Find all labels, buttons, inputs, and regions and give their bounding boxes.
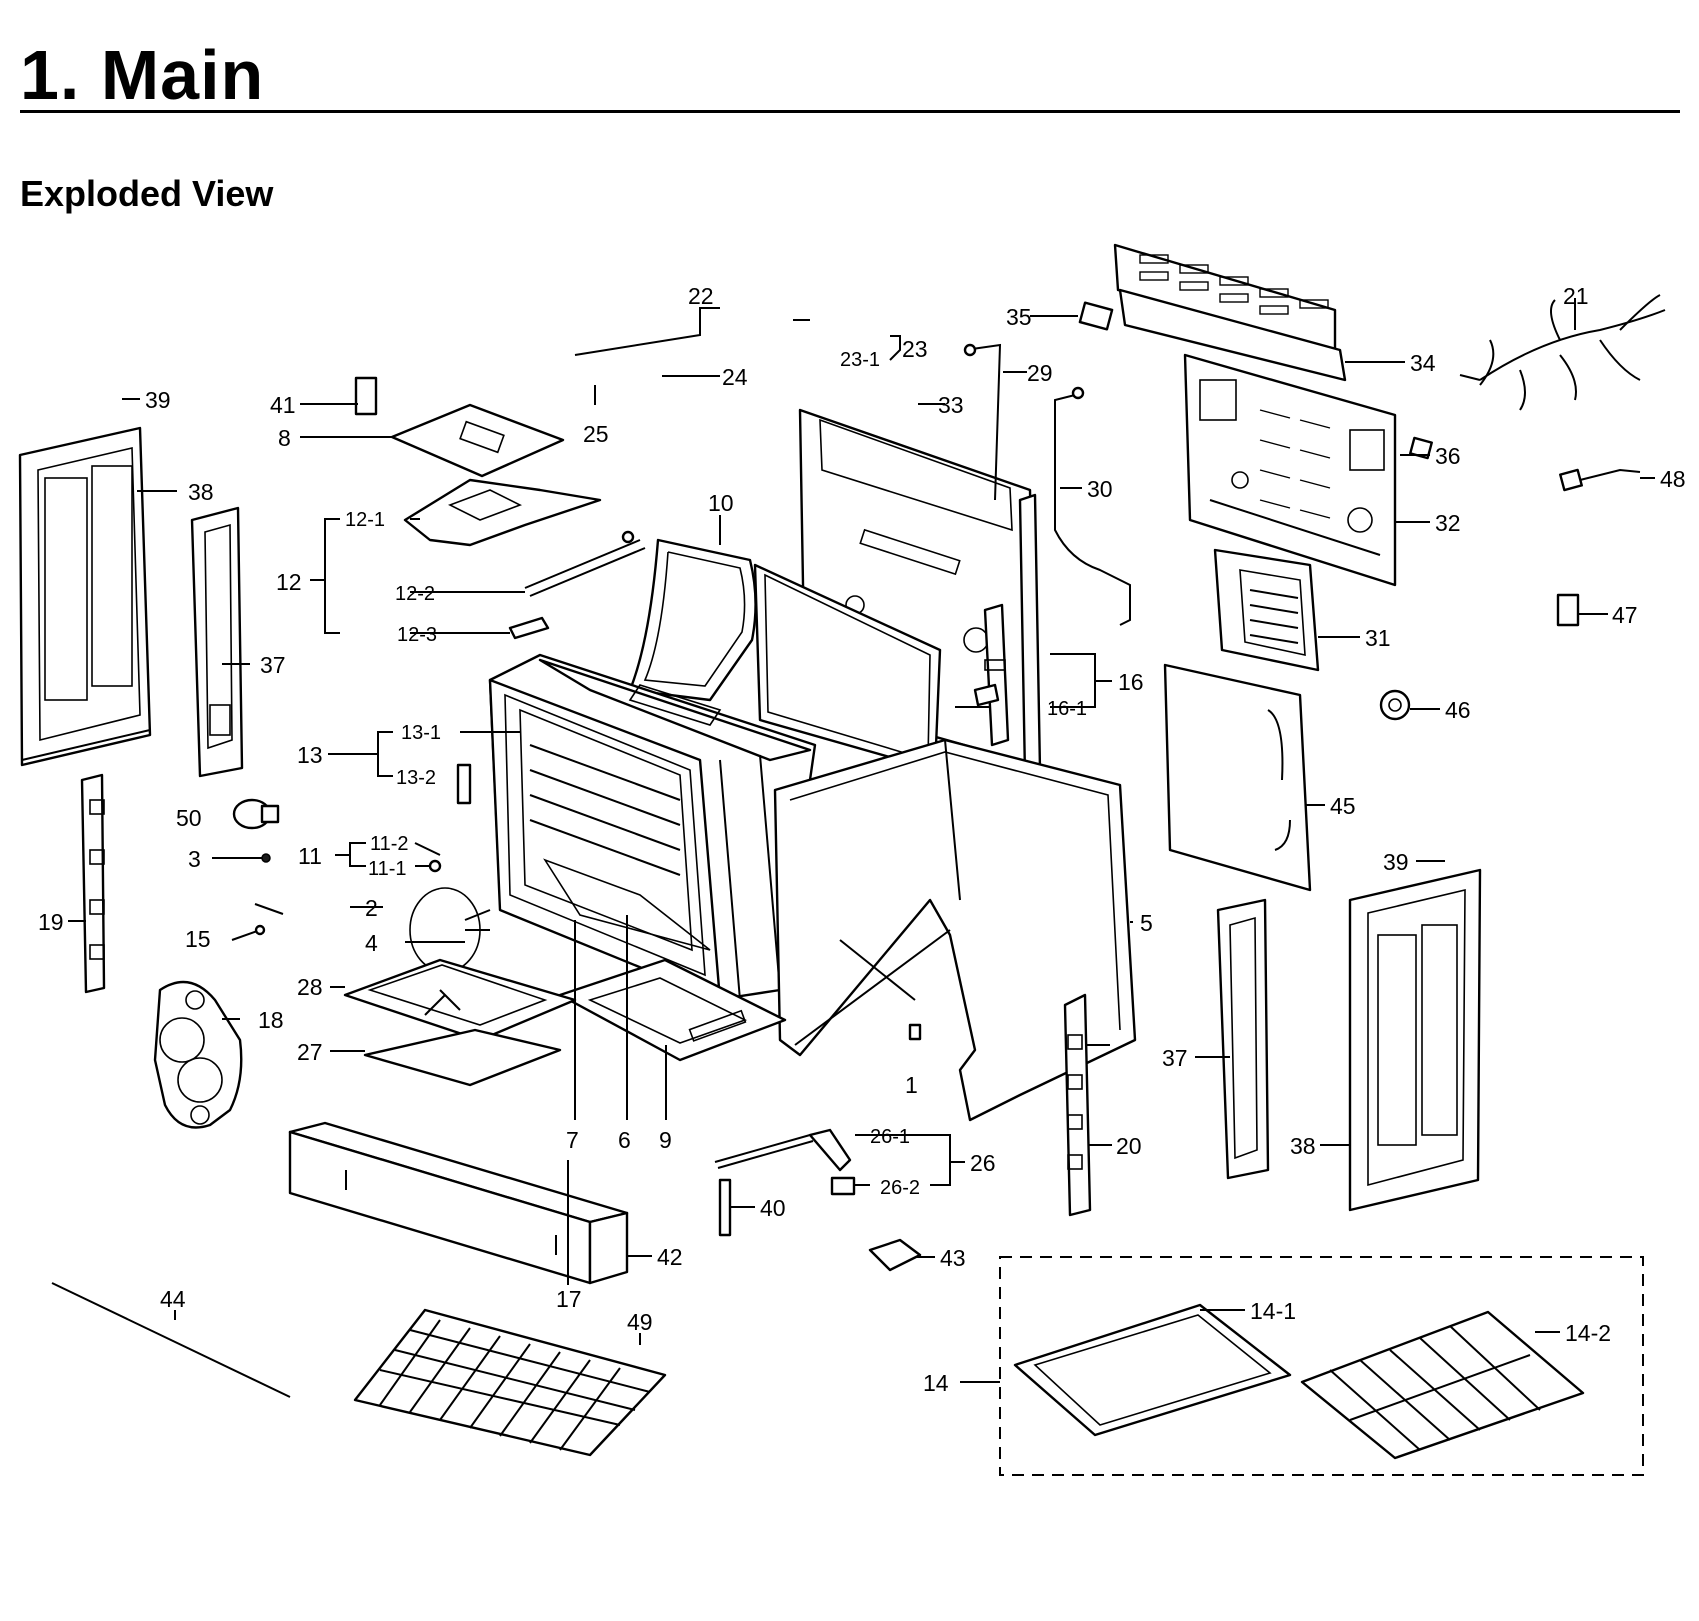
callout-31: 31 xyxy=(1365,625,1391,651)
part-44-line xyxy=(51,1282,291,1398)
callout-36: 36 xyxy=(1435,443,1461,469)
callout-38-right: 38 xyxy=(1290,1133,1316,1159)
callout-28: 28 xyxy=(297,974,323,1000)
callout-16-1: 16-1 xyxy=(1047,698,1087,720)
top-cover-part xyxy=(390,403,646,640)
callout-14: 14 xyxy=(923,1370,949,1396)
heading-rule xyxy=(20,110,1680,113)
callout-4: 4 xyxy=(365,930,378,956)
callout-23: 23 xyxy=(902,336,928,362)
top-duct-part xyxy=(628,538,757,702)
callout-8: 8 xyxy=(278,425,291,451)
callout-18: 18 xyxy=(258,1007,284,1033)
outer-wrap-part xyxy=(773,738,1137,1122)
callout-24: 24 xyxy=(722,364,748,390)
callout-12-3: 12-3 xyxy=(397,624,437,646)
accessory-box xyxy=(999,1256,1644,1476)
callout-44: 44 xyxy=(160,1286,186,1312)
right-hinge-bracket-part xyxy=(1063,993,1092,1217)
callout-26-1: 26-1 xyxy=(870,1126,910,1148)
callout-37-left: 37 xyxy=(260,652,286,678)
callout-25: 25 xyxy=(583,421,609,447)
callout-43: 43 xyxy=(940,1245,966,1271)
callout-29: 29 xyxy=(1027,360,1053,386)
callout-19: 19 xyxy=(38,909,64,935)
callout-32: 32 xyxy=(1435,510,1461,536)
callout-11-2: 11-2 xyxy=(370,833,409,855)
back-cover-part xyxy=(1163,663,1312,892)
callout-7: 7 xyxy=(566,1127,579,1153)
callout-23-1: 23-1 xyxy=(840,349,880,371)
callout-49: 49 xyxy=(627,1309,653,1335)
callout-11: 11 xyxy=(298,843,322,869)
callout-41: 41 xyxy=(270,392,296,418)
callout-2: 2 xyxy=(365,895,378,921)
right-side-trim-part xyxy=(1216,898,1270,1180)
callout-11-1: 11-1 xyxy=(368,858,407,880)
callout-17: 17 xyxy=(556,1286,582,1312)
baking-tray-part xyxy=(1013,1303,1292,1437)
vent-tube-part xyxy=(973,603,1010,747)
oven-cavity-part xyxy=(488,653,817,1002)
callout-50: 50 xyxy=(176,805,202,831)
power-cord-part xyxy=(1379,468,1641,721)
main-harness-part xyxy=(1459,294,1666,411)
callout-labels: 39 38 37 41 8 12 12-1 12-2 12-3 13 13-1 … xyxy=(38,283,1686,1396)
callout-3: 3 xyxy=(188,846,201,872)
callout-1: 1 xyxy=(905,1072,918,1098)
callout-27: 27 xyxy=(297,1039,323,1065)
wire-harness-part xyxy=(963,343,1131,626)
callout-34: 34 xyxy=(1410,350,1436,376)
callout-33: 33 xyxy=(938,392,964,418)
bottom-plate-part xyxy=(558,958,787,1062)
page-heading: 1. Main xyxy=(20,36,265,114)
left-side-trim-part xyxy=(190,506,244,778)
control-panel-back-part xyxy=(1078,243,1433,587)
callout-39-left: 39 xyxy=(145,387,171,413)
callout-10: 10 xyxy=(708,490,734,516)
callout-5: 5 xyxy=(1140,910,1153,936)
callout-15: 15 xyxy=(185,926,211,952)
callout-13: 13 xyxy=(297,742,323,768)
callout-16: 16 xyxy=(1118,669,1144,695)
callout-14-2: 14-2 xyxy=(1565,1320,1611,1346)
callout-22: 22 xyxy=(688,283,714,309)
right-door-part xyxy=(1348,868,1482,1212)
callout-35: 35 xyxy=(1006,304,1032,330)
callout-12-1: 12-1 xyxy=(345,509,385,531)
callout-13-2: 13-2 xyxy=(396,767,436,789)
callout-40: 40 xyxy=(760,1195,786,1221)
oven-rack-part xyxy=(353,1308,667,1457)
callout-13-1: 13-1 xyxy=(401,722,441,744)
callout-26-2: 26-2 xyxy=(880,1177,920,1199)
leader-lines xyxy=(68,298,1655,1383)
callout-12: 12 xyxy=(276,569,302,595)
cooling-box-part xyxy=(1213,548,1320,672)
callout-12-2: 12-2 xyxy=(395,583,435,605)
callout-45: 45 xyxy=(1330,793,1356,819)
left-door-part xyxy=(18,426,152,767)
callout-20: 20 xyxy=(1116,1133,1142,1159)
callout-38-left: 38 xyxy=(188,479,214,505)
callout-30: 30 xyxy=(1087,476,1113,502)
callout-42: 42 xyxy=(657,1244,683,1270)
wire-rack-part xyxy=(1300,1310,1585,1460)
left-hinge-bracket-part xyxy=(80,773,106,994)
drawer-front-part xyxy=(288,1121,629,1285)
callout-46: 46 xyxy=(1445,697,1471,723)
callout-26: 26 xyxy=(970,1150,996,1176)
convection-fan-part xyxy=(153,980,243,1129)
callout-47: 47 xyxy=(1612,602,1638,628)
section-subheading: Exploded View xyxy=(20,173,274,214)
small-knob-part xyxy=(231,798,284,941)
callout-14-1: 14-1 xyxy=(1250,1298,1296,1324)
callout-48: 48 xyxy=(1660,466,1686,492)
callout-9: 9 xyxy=(659,1127,672,1153)
callout-21: 21 xyxy=(1563,283,1589,309)
callout-37-right: 37 xyxy=(1162,1045,1188,1071)
callout-6: 6 xyxy=(618,1127,631,1153)
callout-39-right: 39 xyxy=(1383,849,1409,875)
bake-element-part xyxy=(343,887,577,1087)
